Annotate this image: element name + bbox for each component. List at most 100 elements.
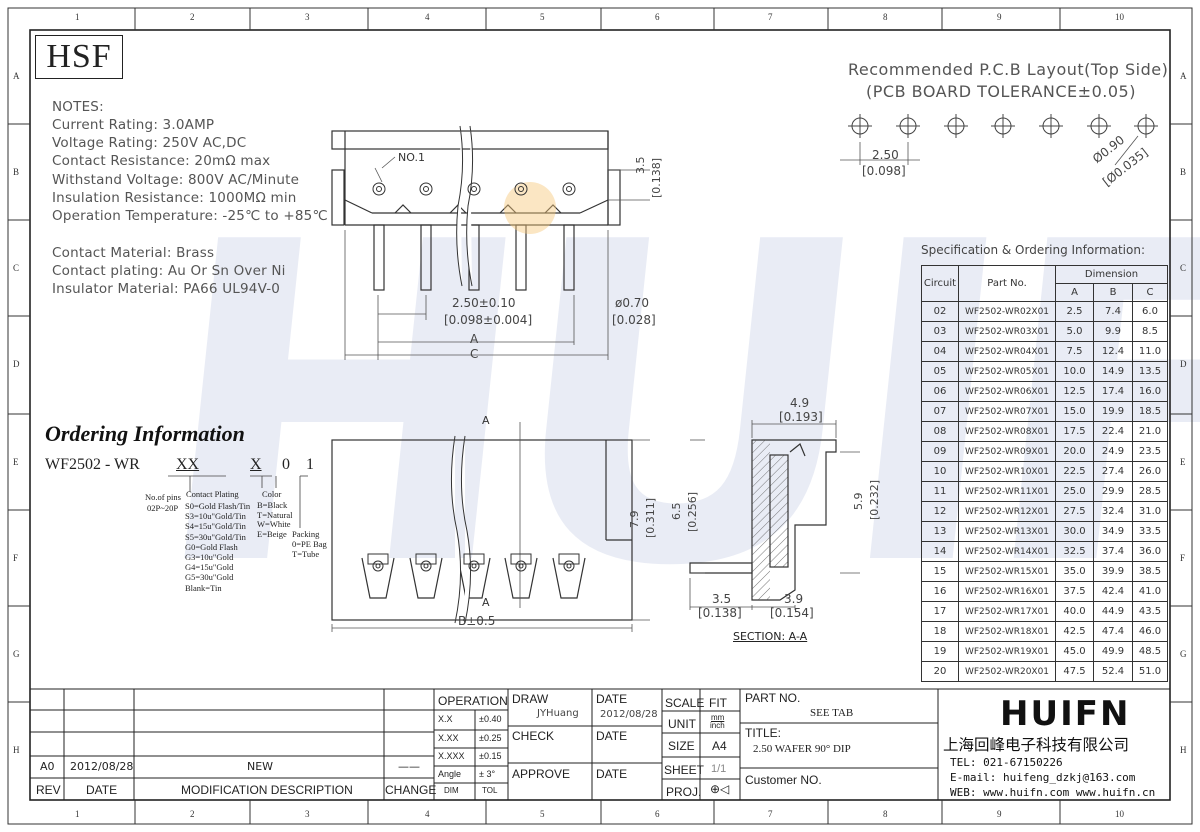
table-cell: WF2502-WR19X01	[958, 641, 1056, 662]
table-cell: 37.5	[1055, 581, 1094, 602]
draw-label: DRAW	[512, 692, 549, 706]
table-cell: 27.5	[1055, 501, 1094, 522]
section-width-inch: [0.193]	[779, 410, 823, 424]
rev-change: ——	[398, 760, 420, 773]
color-option: W=White	[257, 519, 291, 529]
scale-value: FIT	[709, 696, 727, 710]
table-cell: 25.0	[1055, 481, 1094, 502]
table-cell: 34.9	[1093, 521, 1133, 542]
pin1-label: NO.1	[398, 151, 425, 164]
table-cell: 42.5	[1055, 621, 1094, 642]
ordering-code-0: 0	[282, 456, 290, 473]
table-cell: 6.0	[1132, 301, 1168, 322]
company-name: 上海回峰电子科技有限公司	[943, 736, 1130, 754]
table-cell: 22.5	[1055, 461, 1094, 482]
table-cell: 14.9	[1093, 361, 1133, 382]
table-cell: 19.9	[1093, 401, 1133, 422]
zone-row-label: G	[13, 649, 20, 659]
note-line: Operation Temperature: -25℃ to +85℃	[52, 208, 328, 224]
plating-option: Blank=Tin	[185, 582, 222, 593]
plating-option: G5=30u"Gold	[185, 572, 234, 583]
table-cell: WF2502-WR16X01	[958, 581, 1056, 602]
zone-row-label: E	[1180, 457, 1186, 467]
rev-value: A0	[40, 760, 55, 773]
table-cell: 5.0	[1055, 321, 1094, 342]
pcb-layout-title: Recommended P.C.B Layout(Top Side)	[848, 60, 1169, 79]
plating-option: G0=Gold Flash	[185, 541, 238, 552]
zone-row-label: F	[13, 553, 19, 563]
table-cell: 32.4	[1093, 501, 1133, 522]
table-cell: 11.0	[1132, 341, 1168, 362]
table-cell: 36.0	[1132, 541, 1168, 562]
size-label: SIZE	[668, 739, 695, 753]
table-cell: 17	[921, 601, 959, 622]
title-value: 2.50 WAFER 90° DIP	[753, 743, 851, 755]
table-cell: 13	[921, 521, 959, 542]
col-part: Part No.	[958, 265, 1056, 302]
table-cell: 16.0	[1132, 381, 1168, 402]
tolerance-dim: X.XX	[438, 733, 459, 743]
table-cell: 13.5	[1132, 361, 1168, 382]
table-cell: 15.0	[1055, 401, 1094, 422]
table-cell: 27.4	[1093, 461, 1133, 482]
note-line: Voltage Rating: 250V AC,DC	[52, 135, 247, 152]
zone-row-label: H	[13, 745, 20, 755]
drawer-name: JYHuang	[537, 708, 579, 719]
table-cell: 30.0	[1055, 521, 1094, 542]
sheet-label: SHEET	[664, 763, 705, 777]
table-cell: WF2502-WR17X01	[958, 601, 1056, 622]
table-cell: 49.9	[1093, 641, 1133, 662]
pin-hole-icon	[419, 182, 433, 196]
draw-date-label: DATE	[596, 692, 628, 706]
company-web: WEB: www.huifn.com www.huifn.cn	[950, 786, 1156, 799]
company-email: E-mail: huifeng_dzkj@163.com	[950, 771, 1136, 784]
table-cell: WF2502-WR13X01	[958, 521, 1056, 542]
header-description: MODIFICATION DESCRIPTION	[181, 783, 353, 797]
table-cell: WF2502-WR15X01	[958, 561, 1056, 582]
front-view-outline	[331, 130, 621, 291]
pin-hole-icon	[562, 182, 576, 196]
table-cell: 33.5	[1132, 521, 1168, 542]
table-cell: WF2502-WR07X01	[958, 401, 1056, 422]
zone-col-label: 3	[305, 12, 310, 22]
plating-option: S3=10u"Gold/Tin	[185, 511, 246, 522]
zone-col-label: 2	[190, 12, 195, 22]
pcb-hole-icon	[1087, 114, 1111, 138]
col-c: C	[1132, 283, 1168, 302]
table-cell: 06	[921, 381, 959, 402]
company-tel: TEL: 021-67150226	[950, 756, 1063, 769]
table-cell: 46.0	[1132, 621, 1168, 642]
proj-label: PROJ.	[666, 785, 702, 799]
contact-slot-icon	[463, 553, 485, 572]
table-cell: WF2502-WR18X01	[958, 621, 1056, 642]
table-cell: 12.4	[1093, 341, 1133, 362]
sheet-value: 1/1	[711, 763, 727, 775]
tolerance-dim: Angle	[438, 769, 462, 779]
table-cell: 35.0	[1055, 561, 1094, 582]
table-cell: 10	[921, 461, 959, 482]
pitch-dim: 2.50±0.10	[452, 296, 516, 310]
table-cell: 16	[921, 581, 959, 602]
zone-col-label: 4	[425, 809, 430, 819]
table-cell: 07	[921, 401, 959, 422]
section-width-dim: 4.9	[790, 396, 810, 410]
zone-row-label: A	[1180, 71, 1187, 81]
approve-label: APPROVE	[512, 767, 571, 781]
customer-label: Customer NO.	[745, 773, 822, 787]
table-cell: WF2502-WR05X01	[958, 361, 1056, 382]
col-b: B	[1093, 283, 1133, 302]
check-label: CHECK	[512, 729, 555, 743]
table-cell: 29.9	[1093, 481, 1133, 502]
bottom-view-outline	[331, 439, 633, 621]
table-cell: 21.0	[1132, 421, 1168, 442]
header-rev: REV	[36, 783, 61, 797]
section-d1-inch: [0.138]	[698, 606, 742, 620]
table-cell: WF2502-WR08X01	[958, 421, 1056, 442]
